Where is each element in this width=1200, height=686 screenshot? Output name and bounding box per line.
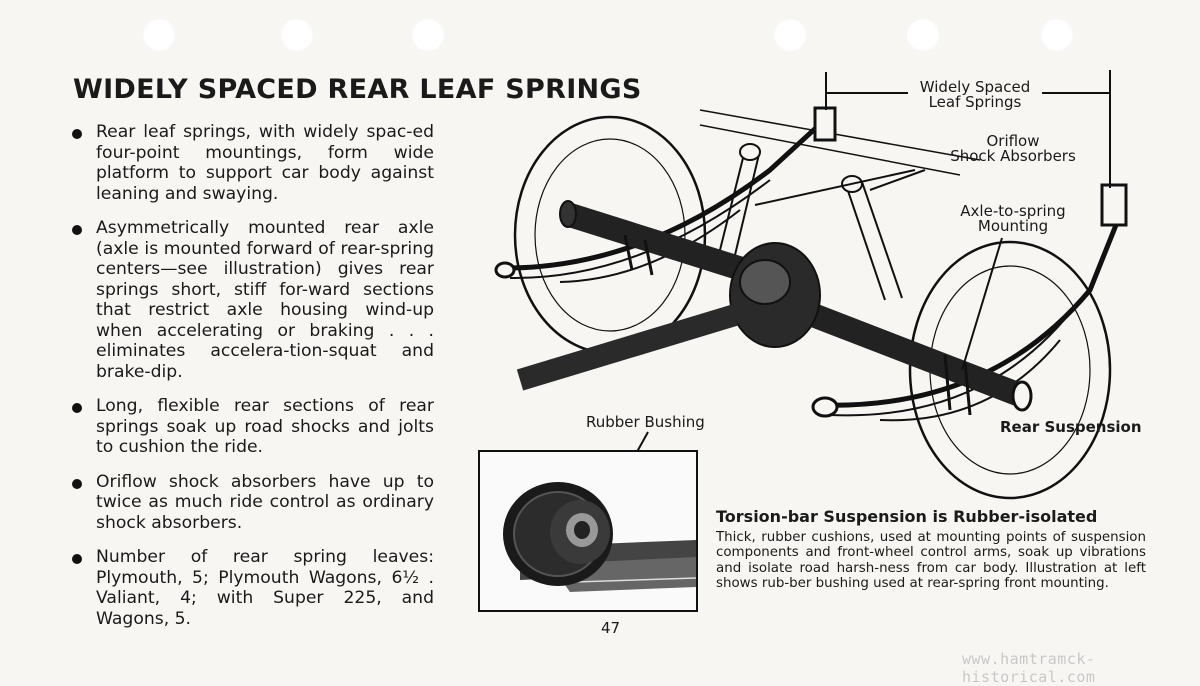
page-heading: WIDELY SPACED REAR LEAF SPRINGS (73, 74, 642, 105)
feature-bullet: Oriflow shock absorbers have up to twice… (72, 472, 434, 534)
binder-hole (280, 18, 314, 52)
binder-hole (773, 18, 807, 52)
rubber-bushing-inset (478, 450, 698, 612)
rear-suspension-illustration (494, 70, 1128, 516)
label-leaf-springs: Widely Spaced Leaf Springs (919, 78, 1031, 111)
label-rear-suspension: Rear Suspension (1000, 418, 1142, 436)
label-rubber-bushing: Rubber Bushing (586, 413, 705, 431)
label-axle-mounting: Axle-to-spring Mounting (960, 202, 1066, 235)
feature-bullet: Asymmetrically mounted rear axle (axle i… (72, 218, 434, 382)
feature-bullet: Rear leaf springs, with widely spac-ed f… (72, 122, 434, 204)
feature-bullet: Number of rear spring leaves: Plymouth, … (72, 547, 434, 629)
binder-hole (411, 18, 445, 52)
binder-hole (1040, 18, 1074, 52)
feature-list: Rear leaf springs, with widely spac-ed f… (72, 122, 434, 643)
page-number: 47 (601, 619, 621, 637)
label-shock-absorbers: Oriflow Shock Absorbers (950, 132, 1076, 165)
watermark: www.hamtramck-historical.com (962, 650, 1096, 686)
feature-bullet: Long, flexible rear sections of rear spr… (72, 396, 434, 458)
binder-hole (906, 18, 940, 52)
caption-title: Torsion-bar Suspension is Rubber-isolate… (716, 507, 1098, 526)
rubber-bushing-drawing (503, 482, 696, 592)
binder-hole (142, 18, 176, 52)
caption-text: Thick, rubber cushions, used at mounting… (716, 530, 1146, 591)
